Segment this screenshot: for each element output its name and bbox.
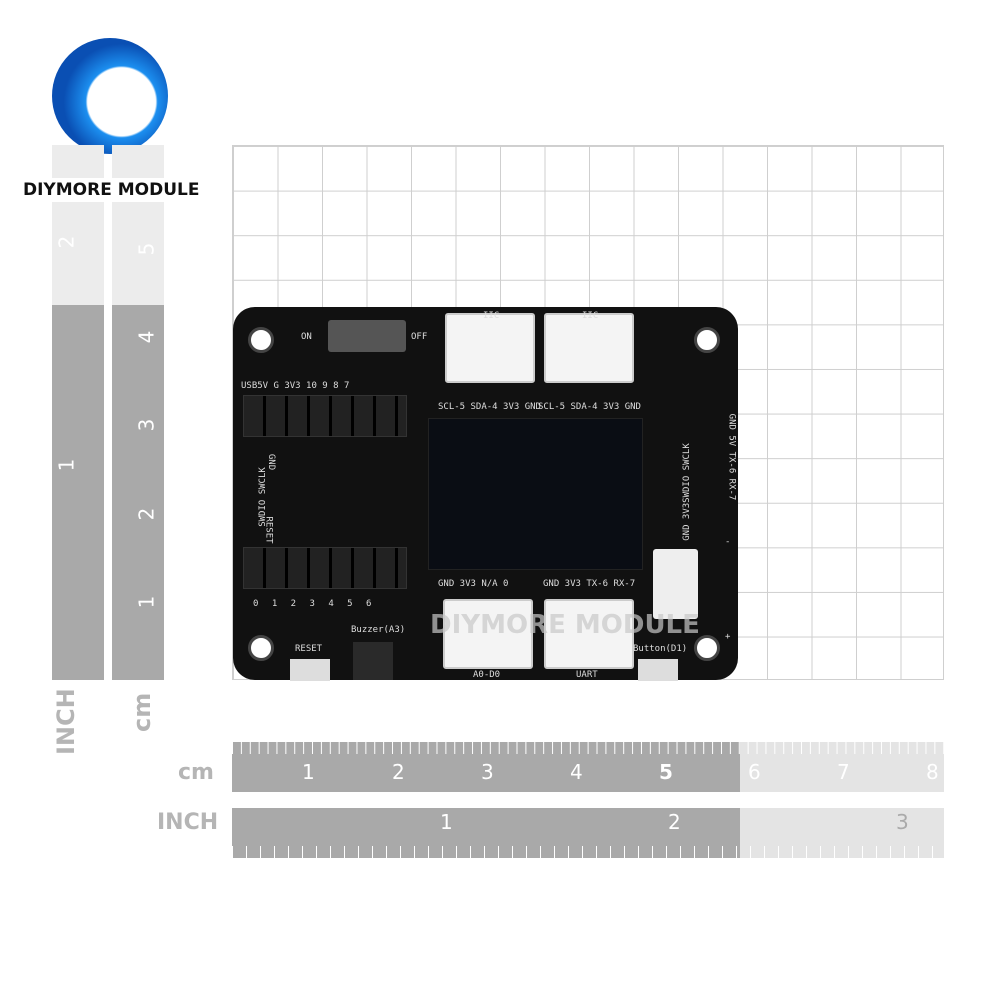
mount-hole — [694, 327, 720, 353]
iic-pin-labels: SCL-5 SDA-4 3V3 GND — [538, 402, 641, 412]
side-uart-labels: GND 5V TX-6 RX-7 — [726, 413, 737, 501]
oled-display — [428, 418, 643, 570]
ruler-number: 1 — [134, 595, 159, 609]
ruler-number: 4 — [134, 330, 159, 344]
iic-connector — [544, 313, 634, 383]
mount-hole — [248, 327, 274, 353]
cm-label: cm — [128, 692, 156, 732]
ruler-number: 4 — [570, 760, 583, 784]
reset-pin-label: RESET — [263, 516, 274, 544]
vertical-cm-ruler: 5 4 3 2 1 — [112, 145, 164, 680]
mount-hole — [248, 635, 274, 661]
ruler-number: 8 — [926, 760, 939, 784]
ruler-number: 5 — [659, 760, 673, 784]
a0-pin-labels: GND 3V3 N/A 0 — [438, 579, 509, 589]
top-header-labels: USB5V G 3V3 10 9 8 7 — [241, 381, 350, 391]
a0-connector — [443, 599, 533, 669]
buzzer — [353, 642, 393, 680]
ruler-number: 2 — [392, 760, 405, 784]
bottom-header-labels: 0 1 2 3 4 5 6 — [253, 599, 372, 609]
iic-label: IIC — [483, 311, 500, 321]
reset-label: RESET — [295, 644, 323, 654]
buzzer-label: Buzzer(A3) — [351, 625, 406, 635]
iic-connector — [445, 313, 535, 383]
ruler-number: 2 — [668, 810, 681, 834]
inch-label: INCH — [157, 810, 219, 835]
gnd-label: GND — [266, 453, 277, 471]
ruler-number: 5 — [134, 242, 159, 256]
uart-connector — [544, 599, 634, 669]
brand-name: DIYMORE MODULE — [20, 178, 203, 202]
switch-on-label: ON — [301, 332, 312, 342]
horizontal-inch-ruler: 1 2 3 — [232, 808, 944, 858]
ruler-number: 1 — [54, 458, 79, 472]
button-label: Button(D1) — [633, 644, 688, 654]
uart-pin-labels: GND 3V3 TX-6 RX-7 — [543, 579, 636, 589]
switch-off-label: OFF — [411, 332, 428, 342]
a0-label: A0-D0 — [473, 670, 501, 680]
battery-connector — [653, 549, 698, 619]
mount-hole — [694, 635, 720, 661]
inch-label: INCH — [52, 688, 80, 755]
user-button[interactable] — [638, 659, 678, 681]
ruler-number: 2 — [134, 507, 159, 521]
ruler-number: 3 — [134, 418, 159, 432]
ruler-number: 2 — [54, 235, 79, 249]
ruler-number: 6 — [748, 760, 761, 784]
cm-label: cm — [178, 760, 214, 785]
iic-label: IIC — [582, 311, 599, 321]
bottom-pin-header — [243, 547, 407, 589]
vertical-inch-ruler: 2 1 — [52, 145, 104, 680]
iic-pin-labels: SCL-5 SDA-4 3V3 GND — [438, 402, 541, 412]
power-switch[interactable] — [328, 320, 406, 352]
right-pin-labels: GND 3V3SWDIO SWCLK — [681, 443, 692, 541]
reset-button[interactable] — [290, 659, 330, 681]
ruler-number: 3 — [896, 810, 909, 834]
ruler-number: 3 — [481, 760, 494, 784]
ruler-number: 1 — [302, 760, 315, 784]
horizontal-cm-ruler: 1 2 3 4 5 6 7 8 — [232, 742, 944, 792]
minus-label: - — [725, 537, 731, 547]
plus-label: + — [725, 632, 731, 642]
ruler-number: 7 — [837, 760, 850, 784]
watermark: DIYMORE MODULE — [430, 610, 700, 640]
uart-label: UART — [576, 670, 598, 680]
top-pin-header — [243, 395, 407, 437]
ruler-number: 1 — [440, 810, 453, 834]
brand-logo — [52, 38, 168, 154]
